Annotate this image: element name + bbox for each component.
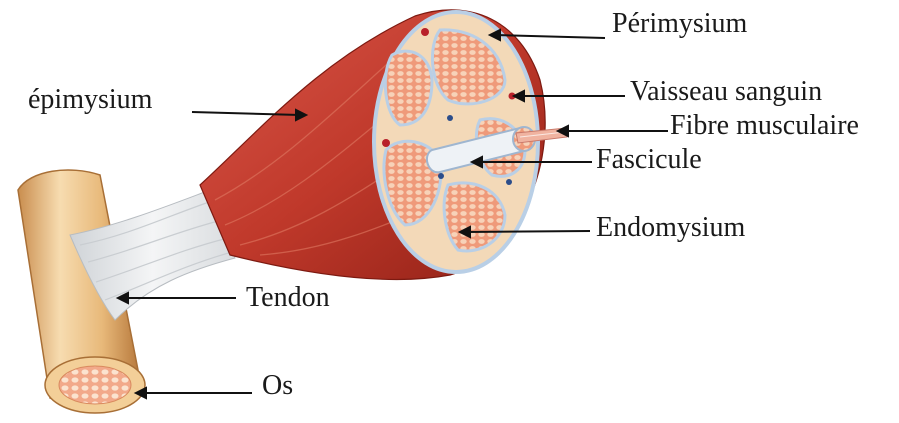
label-perimysium: Périmysium	[612, 10, 747, 38]
label-tendon: Tendon	[246, 284, 330, 312]
label-fibre-musculaire: Fibre musculaire	[670, 112, 859, 140]
label-vaisseau-sanguin: Vaisseau sanguin	[630, 78, 822, 106]
label-fascicule: Fascicule	[596, 146, 702, 174]
blood-vessel-1	[421, 28, 429, 36]
label-endomysium: Endomysium	[596, 214, 745, 242]
label-os: Os	[262, 372, 293, 400]
blood-vessel-3	[382, 139, 390, 147]
label-epimysium: épimysium	[28, 86, 152, 114]
fascicle-2	[385, 51, 432, 125]
